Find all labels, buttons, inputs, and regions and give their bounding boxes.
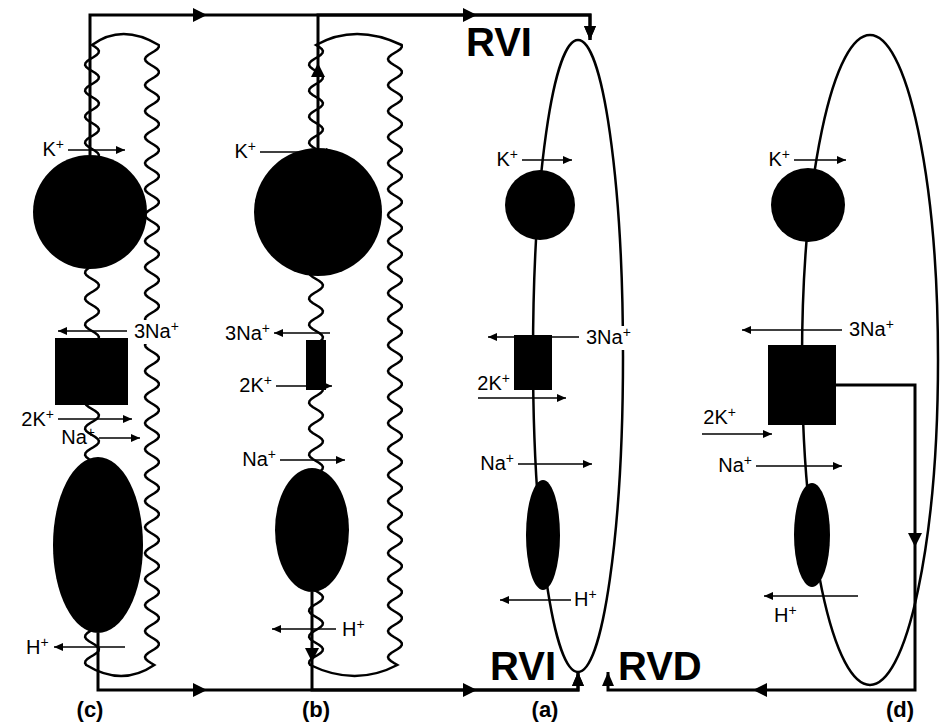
transporter-fill bbox=[53, 457, 143, 633]
superscript: + bbox=[623, 324, 631, 340]
connector bbox=[608, 385, 915, 690]
superscript: + bbox=[171, 318, 179, 334]
ion-label: 3Na+ bbox=[584, 326, 633, 350]
transporter-shape-outline bbox=[53, 457, 143, 633]
pump-box: 3Na+2K+ bbox=[514, 335, 552, 390]
transporter-shape-outline bbox=[771, 168, 845, 242]
transporter-fill bbox=[275, 468, 349, 592]
transporter-fill bbox=[33, 155, 147, 269]
superscript: + bbox=[588, 586, 596, 602]
transporter-shape: K+ bbox=[771, 168, 845, 242]
ion-label: H+ bbox=[26, 636, 49, 660]
pump-box: 3Na+2K+ bbox=[306, 340, 326, 390]
ion-label: K+ bbox=[496, 148, 518, 172]
ion-label: 3Na+ bbox=[132, 320, 181, 344]
cell-outline: (d)K+3Na+2K+Na+H+ bbox=[690, 30, 940, 690]
panel-label: (d) bbox=[886, 698, 914, 722]
superscript: + bbox=[268, 446, 276, 462]
transporter-shape: K+ bbox=[33, 155, 147, 269]
superscript: + bbox=[744, 452, 752, 468]
transporter-fill bbox=[526, 480, 560, 590]
ion-label: 2K+ bbox=[477, 372, 510, 396]
pump-box: 3Na+2K+ bbox=[768, 345, 836, 425]
superscript: + bbox=[886, 316, 894, 332]
superscript: + bbox=[248, 138, 256, 154]
ion-label: 2K+ bbox=[239, 374, 272, 398]
ion-label: Na+ bbox=[242, 448, 276, 472]
panel-label: (c) bbox=[77, 698, 104, 722]
ion-label: H+ bbox=[574, 588, 597, 612]
ion-label: H+ bbox=[774, 604, 797, 628]
shrunken-cell: (c)K+3Na+2K+Na+H+ bbox=[20, 40, 170, 672]
ion-label: Na+ bbox=[480, 452, 514, 476]
edge-label: RVI bbox=[490, 646, 556, 686]
transporter-fill bbox=[505, 170, 575, 240]
transporter-shape: Na+H+ bbox=[53, 457, 143, 633]
transporter-shape: K+ bbox=[254, 148, 382, 276]
superscript: + bbox=[56, 136, 64, 152]
transporter-shape-outline bbox=[505, 170, 575, 240]
transporter-shape: Na+H+ bbox=[794, 483, 830, 587]
ion-label: 2K+ bbox=[703, 406, 736, 430]
ion-label: H+ bbox=[342, 618, 365, 642]
transporter-fill bbox=[254, 148, 382, 276]
superscript: + bbox=[40, 634, 48, 650]
ion-label: Na+ bbox=[61, 426, 95, 450]
shrunken-cell: (b)K+3Na+2K+Na+H+ bbox=[215, 40, 405, 672]
superscript: + bbox=[728, 404, 736, 420]
transporter-shape-outline bbox=[254, 148, 382, 276]
transporter-shape-outline bbox=[526, 480, 560, 590]
edge-label: RVD bbox=[618, 646, 702, 686]
connector bbox=[98, 633, 578, 690]
ion-label: 3Na+ bbox=[225, 322, 270, 346]
transporter-shape: K+ bbox=[505, 170, 575, 240]
ion-label: K+ bbox=[234, 140, 256, 164]
ion-label: 2K+ bbox=[21, 408, 54, 432]
panel-label: (b) bbox=[302, 698, 330, 722]
superscript: + bbox=[46, 406, 54, 422]
ion-label: Na+ bbox=[718, 454, 752, 478]
cell-outline: (a)K+3Na+2K+Na+H+ bbox=[470, 40, 630, 672]
transporter-shape-outline bbox=[275, 468, 349, 592]
edge-label: RVI bbox=[466, 22, 532, 62]
transporter-shape: Na+H+ bbox=[526, 480, 560, 590]
transporter-shape-outline bbox=[33, 155, 147, 269]
pump-box: 3Na+2K+ bbox=[55, 338, 128, 405]
superscript: + bbox=[788, 602, 796, 618]
superscript: + bbox=[264, 372, 272, 388]
superscript: + bbox=[262, 320, 270, 336]
transporter-shape: Na+H+ bbox=[275, 468, 349, 592]
superscript: + bbox=[356, 616, 364, 632]
superscript: + bbox=[506, 450, 514, 466]
ion-label: K+ bbox=[42, 138, 64, 162]
ion-label: 3Na+ bbox=[849, 318, 894, 342]
ion-label: K+ bbox=[768, 148, 790, 172]
flow-chevron bbox=[193, 8, 922, 697]
superscript: + bbox=[502, 370, 510, 386]
transporter-shape-outline bbox=[794, 483, 830, 587]
transporter-fill bbox=[771, 168, 845, 242]
superscript: + bbox=[510, 146, 518, 162]
panel-label: (a) bbox=[532, 698, 559, 722]
ion-flux-arrow bbox=[54, 150, 858, 647]
superscript: + bbox=[782, 146, 790, 162]
transporter-fill bbox=[794, 483, 830, 587]
superscript: + bbox=[87, 424, 95, 440]
